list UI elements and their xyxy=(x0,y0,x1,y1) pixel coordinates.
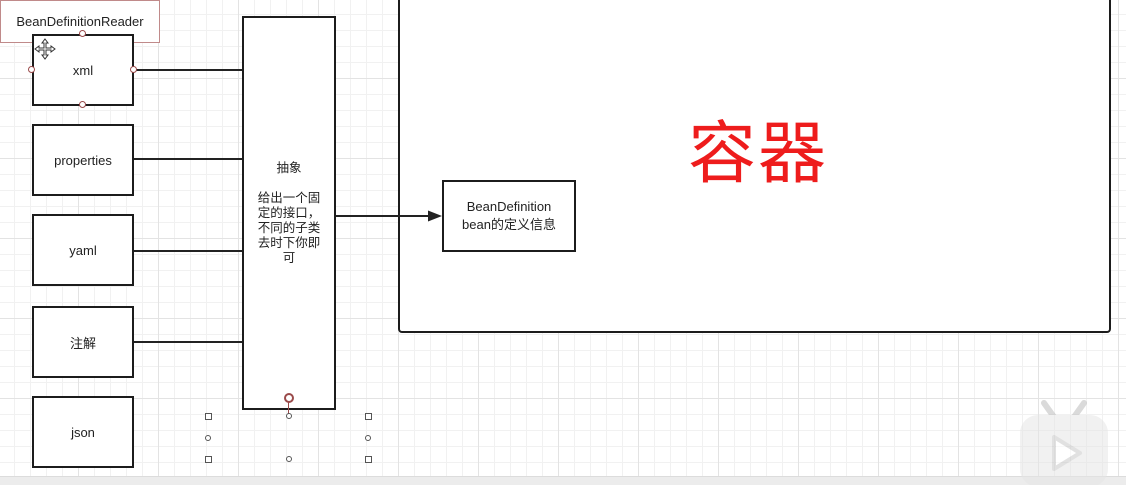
resize-handle-bottom[interactable] xyxy=(286,456,292,462)
abstract-box[interactable]: 抽象 给出一个固 定的接口， 不同的子类 去时下你即 可 xyxy=(242,16,336,410)
arrow-to-bean-definition xyxy=(336,210,442,222)
bean-definition-line1: BeanDefinition xyxy=(466,199,552,214)
resize-handle-right[interactable] xyxy=(365,435,371,441)
rotate-handle[interactable] xyxy=(284,393,294,403)
connector-annotation xyxy=(134,341,242,343)
source-label-xml: xml xyxy=(72,62,94,78)
abstract-desc-line: 定的接口， xyxy=(257,205,321,220)
source-label-yaml: yaml xyxy=(69,242,97,258)
resize-handle-tl[interactable] xyxy=(205,413,212,420)
source-box-properties[interactable]: properties xyxy=(32,124,134,196)
connector-xml xyxy=(134,69,242,71)
horizontal-scrollbar[interactable] xyxy=(0,476,1126,485)
resize-handle-bl[interactable] xyxy=(205,456,212,463)
source-label-json: json xyxy=(71,424,95,440)
bean-definition-reader-label: BeanDefinitionReader xyxy=(16,14,144,29)
abstract-desc-line: 去时下你即 xyxy=(257,235,321,250)
container-box[interactable] xyxy=(398,0,1111,333)
abstract-desc-line: 不同的子类 xyxy=(257,220,321,235)
bean-definition-line2: bean的定义信息 xyxy=(462,217,556,232)
source-label-properties: properties xyxy=(54,152,112,168)
xml-handle-bottom[interactable] xyxy=(79,101,86,108)
bilibili-tv-icon xyxy=(1020,400,1108,485)
resize-handle-left[interactable] xyxy=(205,435,211,441)
abstract-desc-line: 可 xyxy=(282,250,296,265)
move-cursor-icon xyxy=(34,38,56,60)
bean-definition-box[interactable]: BeanDefinition bean的定义信息 xyxy=(442,180,576,252)
xml-handle-right[interactable] xyxy=(130,66,137,73)
source-box-xml[interactable]: xml xyxy=(32,34,134,106)
resize-handle-br[interactable] xyxy=(365,456,372,463)
abstract-desc-line: 给出一个固 xyxy=(257,190,321,205)
rotate-handle-stem xyxy=(288,402,289,417)
source-box-yaml[interactable]: yaml xyxy=(32,214,134,286)
abstract-title: 抽象 xyxy=(276,160,302,175)
connector-yaml xyxy=(134,250,242,252)
resize-handle-tr[interactable] xyxy=(365,413,372,420)
xml-handle-top[interactable] xyxy=(79,30,86,37)
source-box-annotation[interactable]: 注解 xyxy=(32,306,134,378)
container-title: 容器 xyxy=(688,115,829,194)
resize-handle-top[interactable] xyxy=(286,413,292,419)
source-box-json[interactable]: json xyxy=(32,396,134,468)
xml-handle-left[interactable] xyxy=(28,66,35,73)
connector-properties xyxy=(134,158,242,160)
source-label-annotation: 注解 xyxy=(69,335,96,351)
